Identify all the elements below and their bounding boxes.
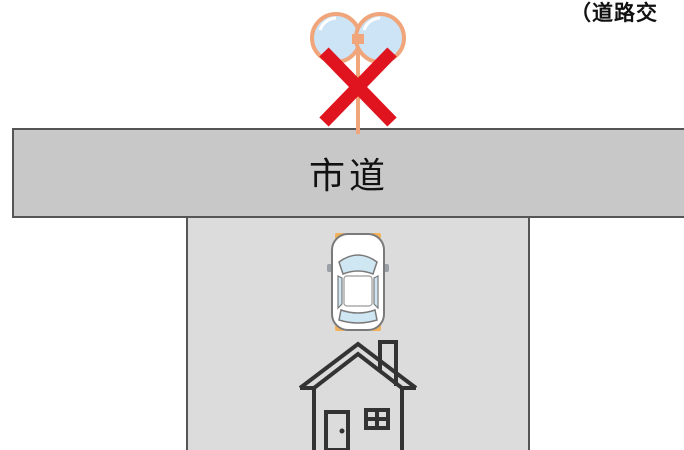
road-label: 市道	[308, 156, 389, 197]
caption-text: （道路交	[570, 1, 658, 25]
car-icon	[327, 233, 389, 331]
cross-mark-icon	[319, 47, 397, 127]
door-knob	[339, 428, 345, 434]
road: 市道	[12, 128, 684, 218]
house-icon	[298, 340, 418, 450]
curve-mirror-icon	[310, 12, 406, 134]
